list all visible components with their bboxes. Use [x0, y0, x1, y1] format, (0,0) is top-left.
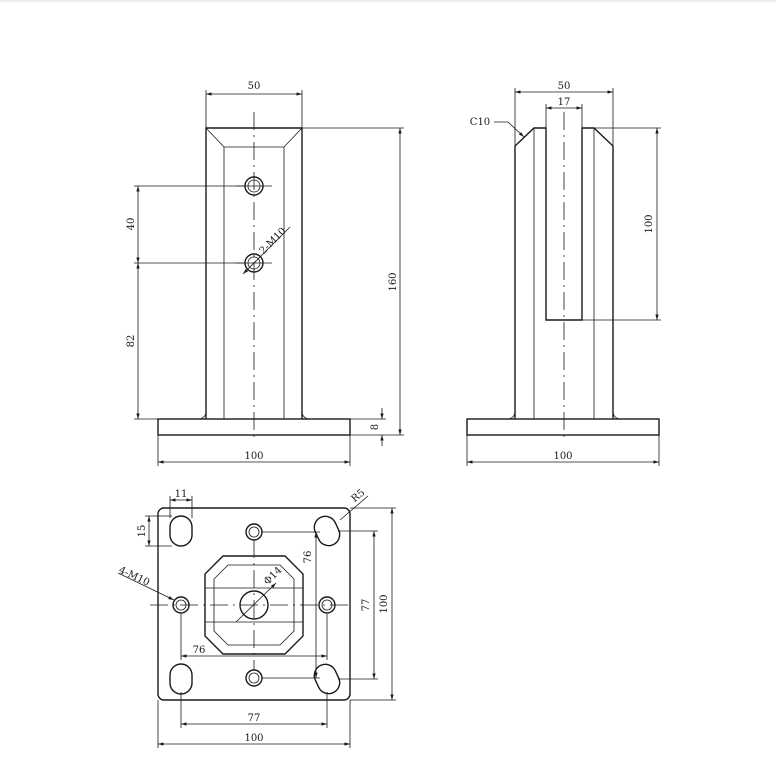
plan-base-plate — [157, 507, 351, 701]
plan-outer-v-dim: 100 — [379, 594, 390, 613]
front-spacing-dim: 40 — [126, 218, 137, 231]
plan-center-hole-leader — [235, 582, 277, 623]
plan-hole-label: 4-M10 — [117, 565, 151, 589]
plan-hole-top-inner — [248, 526, 260, 538]
plan-hole-h-dim: 77 — [248, 713, 261, 724]
side-view: 50 17 C10 100 100 — [466, 81, 661, 466]
front-width-dim: 50 — [248, 81, 261, 92]
plan-post-outer — [204, 555, 304, 655]
plan-center-hole — [239, 590, 269, 620]
plan-view: Φ14 11 15 R5 4-M10 76 — [117, 487, 396, 748]
front-height-dim: 160 — [388, 272, 399, 291]
side-width-dim: 50 — [558, 81, 571, 92]
front-hole-leader — [242, 226, 291, 275]
side-slot-dim: 17 — [558, 97, 571, 108]
plan-inner-v-dim: 76 — [303, 551, 314, 564]
plan-hole-bottom — [245, 669, 263, 687]
plan-sloth-dim: 15 — [137, 525, 148, 538]
front-fillet-left — [199, 411, 207, 420]
plan-hole-bottom-inner — [248, 672, 260, 684]
plan-center-hole-label: Φ14 — [262, 565, 285, 588]
side-chamfer-leader — [494, 121, 525, 138]
side-depth-dim: 100 — [644, 214, 655, 233]
plan-hole-left — [172, 596, 190, 614]
side-base-dim: 100 — [553, 451, 572, 462]
plan-hole-v-dim: 77 — [361, 599, 372, 612]
plan-post-inner — [213, 564, 295, 646]
side-fillet-left — [508, 411, 516, 420]
front-base-dim: 100 — [244, 451, 263, 462]
plan-hole-top — [245, 523, 263, 541]
plan-inner-h-dim: 76 — [193, 645, 206, 656]
front-chamfer-right — [283, 127, 303, 148]
plan-radius-label: R5 — [350, 487, 368, 504]
plan-hole-right — [318, 596, 336, 614]
plan-slotw-dim: 11 — [175, 489, 188, 500]
plan-slot-hole-tl — [169, 515, 193, 547]
side-chamfer-label: C10 — [470, 117, 490, 128]
front-lower-dim: 82 — [126, 335, 137, 348]
plan-outer-h-dim: 100 — [244, 733, 263, 744]
front-thickness-dim: 8 — [370, 424, 381, 430]
front-view: 50 40 82 2-M10 160 8 100 — [126, 81, 404, 466]
front-chamfer-left — [205, 127, 225, 148]
plan-slot-hole-bl — [169, 663, 193, 695]
plan-hole-leader — [117, 572, 175, 601]
side-base-plate — [466, 418, 660, 436]
side-post-outline — [514, 127, 614, 419]
plan-hole-left-inner — [175, 599, 187, 611]
front-fillet-right — [301, 411, 309, 420]
plan-slot-hole-br — [313, 663, 341, 695]
plan-hole-right-inner — [321, 599, 333, 611]
side-fillet-right — [612, 411, 620, 420]
